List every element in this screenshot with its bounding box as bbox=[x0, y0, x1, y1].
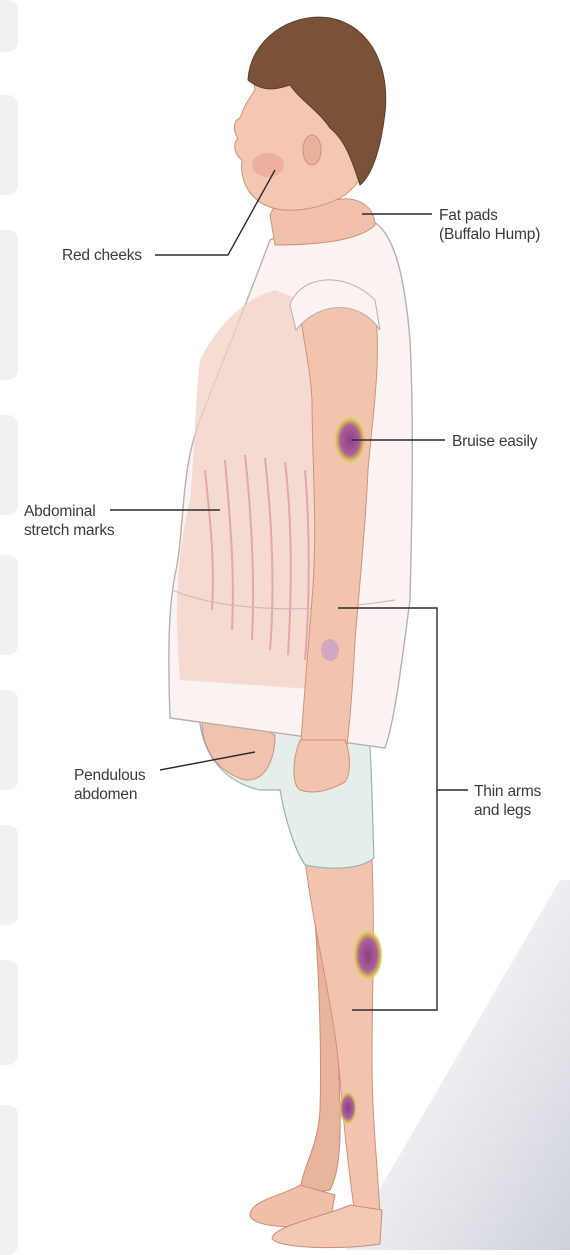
label-fat-pads: Fat pads (Buffalo Hump) bbox=[439, 206, 540, 244]
label-pendulous-abdomen: Pendulous abdomen bbox=[74, 766, 145, 804]
label-bruise-easily: Bruise easily bbox=[452, 432, 537, 451]
hand bbox=[294, 740, 350, 792]
red-cheek bbox=[252, 153, 284, 177]
bruise-ankle bbox=[339, 1091, 357, 1125]
label-thin-arms-legs: Thin arms and legs bbox=[474, 782, 541, 820]
bruise-forearm bbox=[321, 639, 339, 661]
ear bbox=[303, 135, 321, 165]
label-red-cheeks: Red cheeks bbox=[62, 246, 142, 265]
bruise-knee bbox=[353, 929, 383, 981]
label-stretch-marks: Abdominal stretch marks bbox=[24, 502, 114, 540]
